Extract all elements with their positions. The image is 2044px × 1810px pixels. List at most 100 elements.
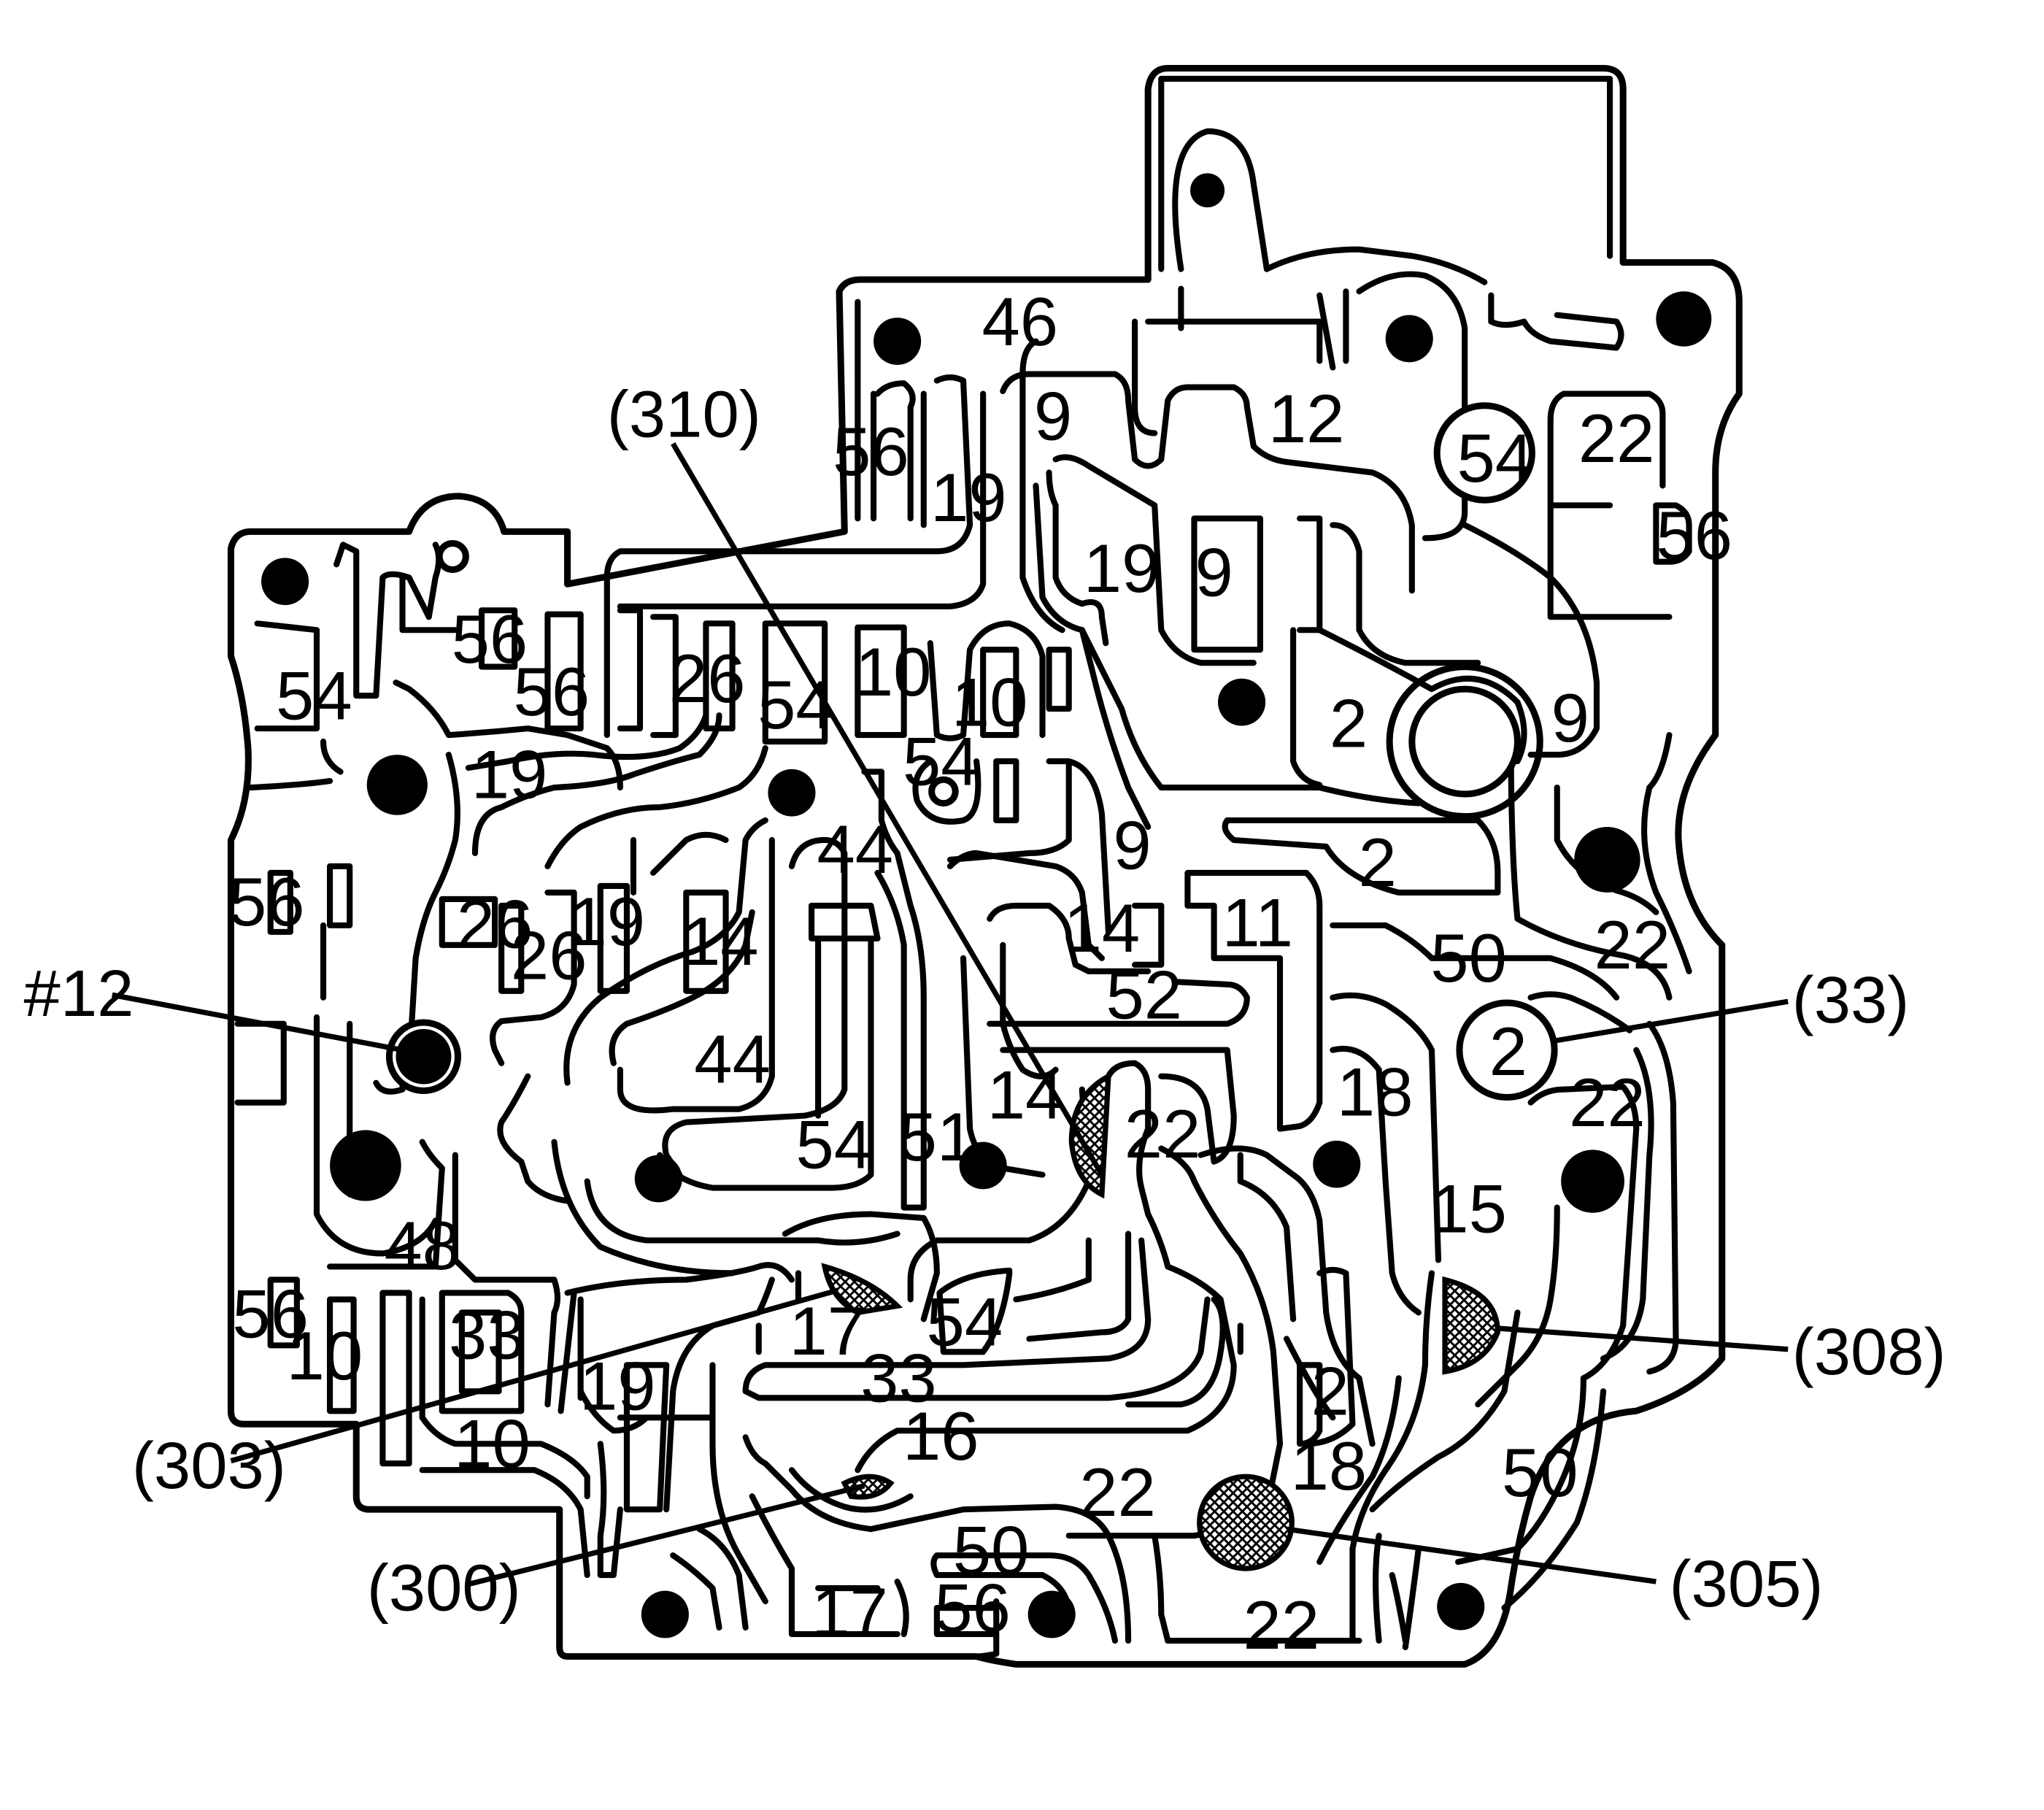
channel-label: 22 (1578, 400, 1655, 477)
channel-label: 54 (796, 1106, 873, 1183)
channel-label: 56 (934, 1570, 1011, 1647)
channel-label: 50 (1430, 920, 1507, 996)
channel-label: 16 (903, 1398, 979, 1474)
bolt-hole (1574, 826, 1640, 893)
bolt-hole (641, 1590, 689, 1638)
leader-300 (468, 1483, 865, 1587)
channel-label: 22 (1079, 1454, 1156, 1530)
channel-label: 46 (981, 283, 1058, 360)
channel-label: 54 (903, 723, 979, 800)
callouts: (310) #12 (33) (308) (303) (300) (305) (24, 378, 1946, 1625)
bolt-hole (768, 769, 816, 817)
channel-label: 33 (860, 1340, 937, 1417)
channel-label: 54 (927, 1284, 1003, 1360)
bolt-hole (261, 558, 309, 606)
screen-305 (1197, 1474, 1295, 1571)
channel-label: 54 (1457, 420, 1533, 496)
channel-label: 18 (1337, 1054, 1414, 1131)
channel-label: 14 (1064, 890, 1141, 966)
channel-label: 14 (682, 903, 759, 979)
orifice-54 (1433, 402, 1535, 504)
bolt-hole (1437, 1582, 1485, 1630)
channel-label: 19 (930, 459, 1007, 536)
callout-305: (305) (1669, 1547, 1823, 1621)
leader-303 (230, 1287, 839, 1464)
channel-label: 26 (457, 886, 533, 963)
bolt-hole (1027, 1590, 1076, 1638)
bolt-hole (1190, 173, 1225, 208)
leader-33 (1554, 998, 1789, 1044)
leader-lines (112, 442, 1789, 1587)
channel-label: 56 (232, 1276, 309, 1352)
channel-label: 15 (1430, 1171, 1507, 1247)
callout-310: (310) (607, 378, 761, 452)
channel-label: 26 (669, 640, 746, 717)
callout-12: #12 (24, 957, 134, 1031)
bolt-hole (634, 1155, 682, 1203)
channel-label: 12 (1268, 380, 1345, 457)
channel-label: 9 (1034, 378, 1072, 455)
channel-label: 19 (471, 736, 548, 813)
channel-label: 56 (514, 653, 590, 730)
open-hole (1386, 663, 1543, 820)
callout-308: (308) (1792, 1315, 1946, 1389)
bolt-hole (1313, 1140, 1361, 1188)
channel-label: 9 (1195, 534, 1233, 611)
screen-303 (821, 1263, 903, 1316)
screen-308 (1442, 1276, 1500, 1375)
bolt-hole (1656, 291, 1712, 347)
channel-label: 22 (1125, 1095, 1201, 1172)
channel-label: 50 (953, 1512, 1030, 1589)
channel-labels: 46 9 12 54 22 56 56 19 9 19 56 54 56 26 … (228, 283, 1732, 1663)
channel-label: 54 (276, 658, 352, 734)
channel-label: 50 (1502, 1434, 1578, 1511)
callout-300: (300) (367, 1552, 521, 1625)
channel-label: 52 (1106, 957, 1182, 1033)
channel-label: 19 (569, 883, 646, 960)
leader-12 (112, 992, 404, 1053)
callout-303: (303) (132, 1429, 286, 1503)
channel-label: 17 (811, 1574, 888, 1650)
channel-label: 14 (987, 1057, 1064, 1133)
channel-label: 22 (1594, 906, 1671, 983)
channel-label: 11 (1222, 885, 1293, 961)
channel-label: 48 (384, 1207, 460, 1284)
channel-label: 22 (1243, 1587, 1320, 1663)
check-ball-12 (396, 1028, 452, 1085)
channel-label: 10 (855, 634, 932, 710)
bolt-hole (330, 1130, 401, 1201)
open-hole (928, 776, 959, 807)
bolt-hole (1385, 315, 1433, 363)
open-hole (1408, 685, 1522, 798)
bolt-hole (959, 1141, 1007, 1190)
channel-label: 56 (228, 863, 305, 940)
channel-label: 26 (511, 917, 587, 994)
channel-label: 10 (454, 1406, 531, 1482)
screen-300 (841, 1474, 895, 1500)
leader-305 (1286, 1526, 1657, 1584)
channel-label: 44 (817, 811, 893, 887)
channel-label: 10 (287, 1317, 363, 1394)
bolt-hole (366, 755, 428, 815)
channel-label: 19 (579, 1348, 656, 1425)
channel-label: 56 (452, 601, 528, 677)
leader-310 (671, 442, 1105, 1176)
open-holes (436, 402, 1558, 1101)
channel-label: 2 (1330, 685, 1368, 762)
channel-label: 10 (952, 664, 1028, 741)
channel-label: 9 (1551, 679, 1589, 756)
bolt-holes (261, 173, 1712, 1638)
screen-310 (1068, 1071, 1111, 1199)
open-hole (436, 540, 469, 574)
bolt-hole (1218, 678, 1266, 726)
screens (821, 1071, 1500, 1571)
channel-label: 33 (449, 1297, 525, 1374)
channel-walls (234, 75, 1692, 1660)
channel-label: 56 (833, 413, 909, 490)
channel-label: 19 (1084, 530, 1160, 606)
callout-33: (33) (1792, 963, 1910, 1037)
bolt-hole (1561, 1149, 1624, 1213)
channel-label: 22 (1569, 1064, 1646, 1141)
orifice-33 (1456, 999, 1558, 1101)
